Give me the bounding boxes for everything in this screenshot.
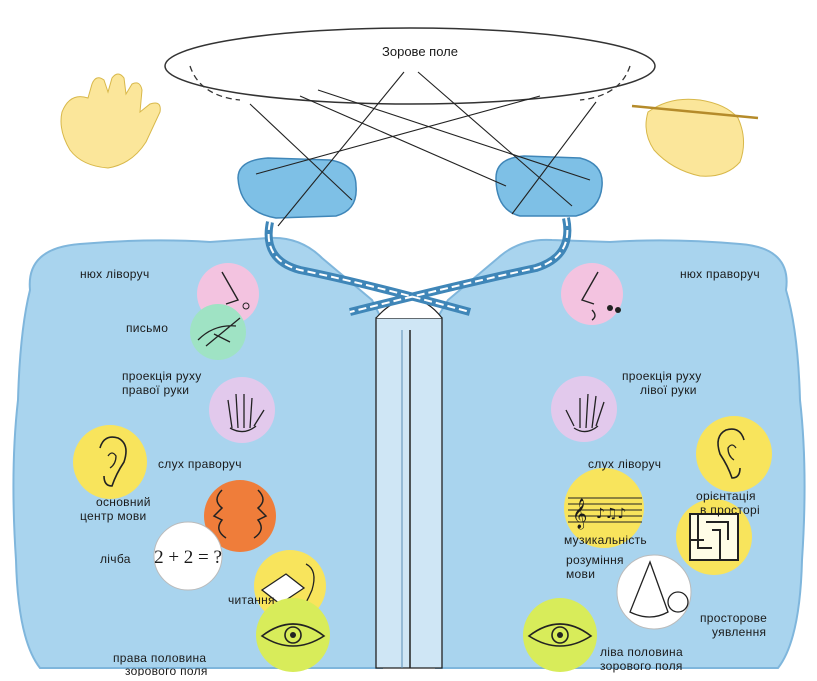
label-orientation-2: в просторі xyxy=(700,503,760,517)
left-hemisphere xyxy=(13,238,382,668)
label-speech-understanding-2: мови xyxy=(566,567,595,581)
ear-icon-right xyxy=(696,416,772,492)
label-left-visual-half-2: зорового поля xyxy=(600,659,683,673)
nose-icon-right xyxy=(561,263,623,325)
writing-hand-icon xyxy=(190,304,246,360)
label-spatial-imagination-2: уявлення xyxy=(712,625,766,639)
ear-icon-left xyxy=(73,425,147,499)
label-hand-projection-right-2: правої руки xyxy=(122,383,189,397)
label-right-visual-half-2: зорового поля xyxy=(125,664,208,676)
label-musicality: музикальність xyxy=(564,533,647,547)
eye-icon-left xyxy=(256,598,330,672)
label-hand-projection-left-1: проекція руху xyxy=(622,369,702,383)
palm-icon-right xyxy=(551,376,617,442)
counting-formula: 2 + 2 = ? xyxy=(154,547,222,568)
visual-field: Зорове поле xyxy=(165,28,655,104)
label-smell-left: нюх ліворуч xyxy=(80,267,150,281)
label-speech-center-2: центр мови xyxy=(80,509,147,523)
cone-sphere-icon xyxy=(617,555,691,629)
label-hand-projection-left-2: лівої руки xyxy=(640,383,697,397)
label-reading: читання xyxy=(228,593,275,607)
label-left-visual-half-1: ліва половина xyxy=(600,645,683,659)
central-fissure xyxy=(376,298,442,668)
label-spatial-imagination-1: просторове xyxy=(700,611,767,625)
counting-icon: 2 + 2 = ? xyxy=(154,522,222,590)
label-writing: письмо xyxy=(126,321,168,335)
eye-icon-right xyxy=(523,598,597,672)
visual-field-label: Зорове поле xyxy=(382,44,458,59)
label-hearing-left: слух ліворуч xyxy=(588,457,661,471)
label-speech-understanding-1: розуміння xyxy=(566,553,624,567)
left-optic-lobe xyxy=(238,158,356,218)
label-counting: лічба xyxy=(100,552,131,566)
svg-text:𝄞: 𝄞 xyxy=(572,498,587,530)
palm-icon-left xyxy=(209,377,275,443)
label-smell-right: нюх праворуч xyxy=(680,267,760,281)
svg-text:♪♫♪: ♪♫♪ xyxy=(596,506,626,522)
label-speech-center-1: основний xyxy=(96,495,151,509)
label-orientation-1: орієнтація xyxy=(696,489,756,503)
left-hand-icon xyxy=(61,74,160,168)
right-hand-writing-icon xyxy=(632,99,758,176)
label-hearing-right: слух праворуч xyxy=(158,457,242,471)
label-hand-projection-right-1: проекція руху xyxy=(122,369,202,383)
label-right-visual-half-1: права половина xyxy=(113,651,206,665)
